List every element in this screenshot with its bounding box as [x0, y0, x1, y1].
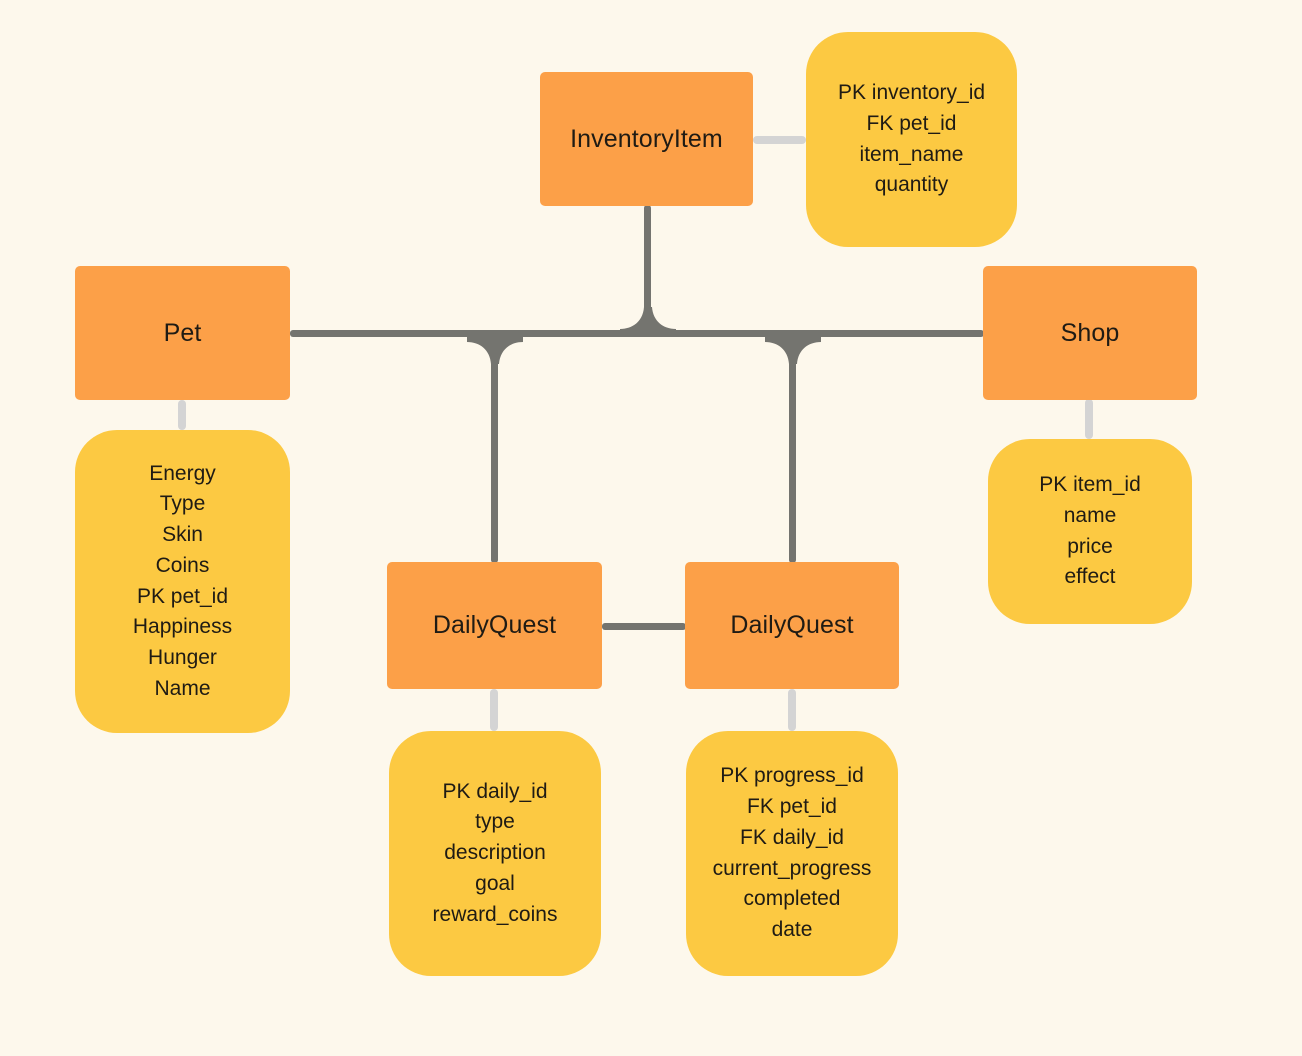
attribute-item: PK daily_id [442, 779, 548, 803]
attribute-line-shop [1085, 399, 1093, 439]
attribute-item: Energy [149, 461, 216, 485]
entity-label: Shop [1060, 318, 1120, 347]
attribute-item: Coins [155, 553, 210, 577]
attribute-item: PK item_id [1039, 473, 1141, 497]
attribute-item: date [771, 917, 813, 941]
attribute-item: reward_coins [432, 902, 558, 926]
attribute-line-dailyquest-left [490, 689, 498, 731]
entity-shop[interactable]: Shop [983, 266, 1197, 400]
entity-dailyquest-right[interactable]: DailyQuest [685, 562, 899, 689]
attributes-dailyquest-left: PK daily_id type description goal reward… [389, 731, 601, 976]
attribute-item: current_progress [712, 856, 872, 880]
attribute-item: description [444, 841, 546, 865]
relationship-line-trunk-dailyquest-left [491, 333, 498, 563]
attributes-shop: PK item_id name price effect [988, 439, 1192, 624]
attribute-item: effect [1064, 565, 1116, 589]
entity-label: DailyQuest [432, 611, 557, 639]
attribute-item: name [1063, 503, 1117, 527]
attributes-pet: Energy Type Skin Coins PK pet_id Happine… [75, 430, 290, 733]
attributes-dailyquest-right: PK progress_id FK pet_id FK daily_id cur… [686, 731, 898, 976]
attribute-line-inventoryitem [753, 136, 806, 144]
attribute-item: Name [154, 676, 211, 700]
entity-label: Pet [163, 318, 202, 347]
relationship-line-inventoryitem-trunk [644, 205, 651, 335]
entity-label: InventoryItem [570, 124, 723, 153]
relationship-line-dailyquest-dailyquest [602, 623, 686, 630]
attribute-item: item_name [859, 142, 964, 166]
attribute-line-dailyquest-right [788, 689, 796, 731]
relationship-line-trunk-dailyquest-right [789, 333, 796, 563]
attribute-item: completed [743, 887, 841, 911]
attribute-line-pet [178, 400, 186, 430]
attribute-item: Happiness [132, 615, 233, 639]
attribute-item: PK pet_id [136, 584, 229, 608]
entity-pet[interactable]: Pet [75, 266, 290, 400]
relationship-line-pet-shop [290, 330, 984, 337]
attribute-item: FK pet_id [866, 111, 957, 135]
attribute-item: goal [475, 871, 515, 895]
attribute-item: Type [159, 492, 206, 516]
attribute-item: price [1067, 534, 1113, 558]
entity-dailyquest-left[interactable]: DailyQuest [387, 562, 602, 689]
attribute-item: quantity [874, 173, 949, 197]
entity-inventoryitem[interactable]: InventoryItem [540, 72, 753, 206]
attribute-item: FK daily_id [740, 825, 844, 849]
attribute-item: PK inventory_id [837, 81, 986, 105]
entity-label: DailyQuest [730, 611, 854, 639]
attribute-item: type [475, 810, 515, 834]
attribute-item: Hunger [148, 645, 217, 669]
attributes-inventoryitem: PK inventory_id FK pet_id item_name quan… [806, 32, 1017, 247]
attribute-item: Skin [162, 523, 203, 547]
attribute-item: FK pet_id [747, 795, 837, 819]
attribute-item: PK progress_id [720, 764, 864, 788]
